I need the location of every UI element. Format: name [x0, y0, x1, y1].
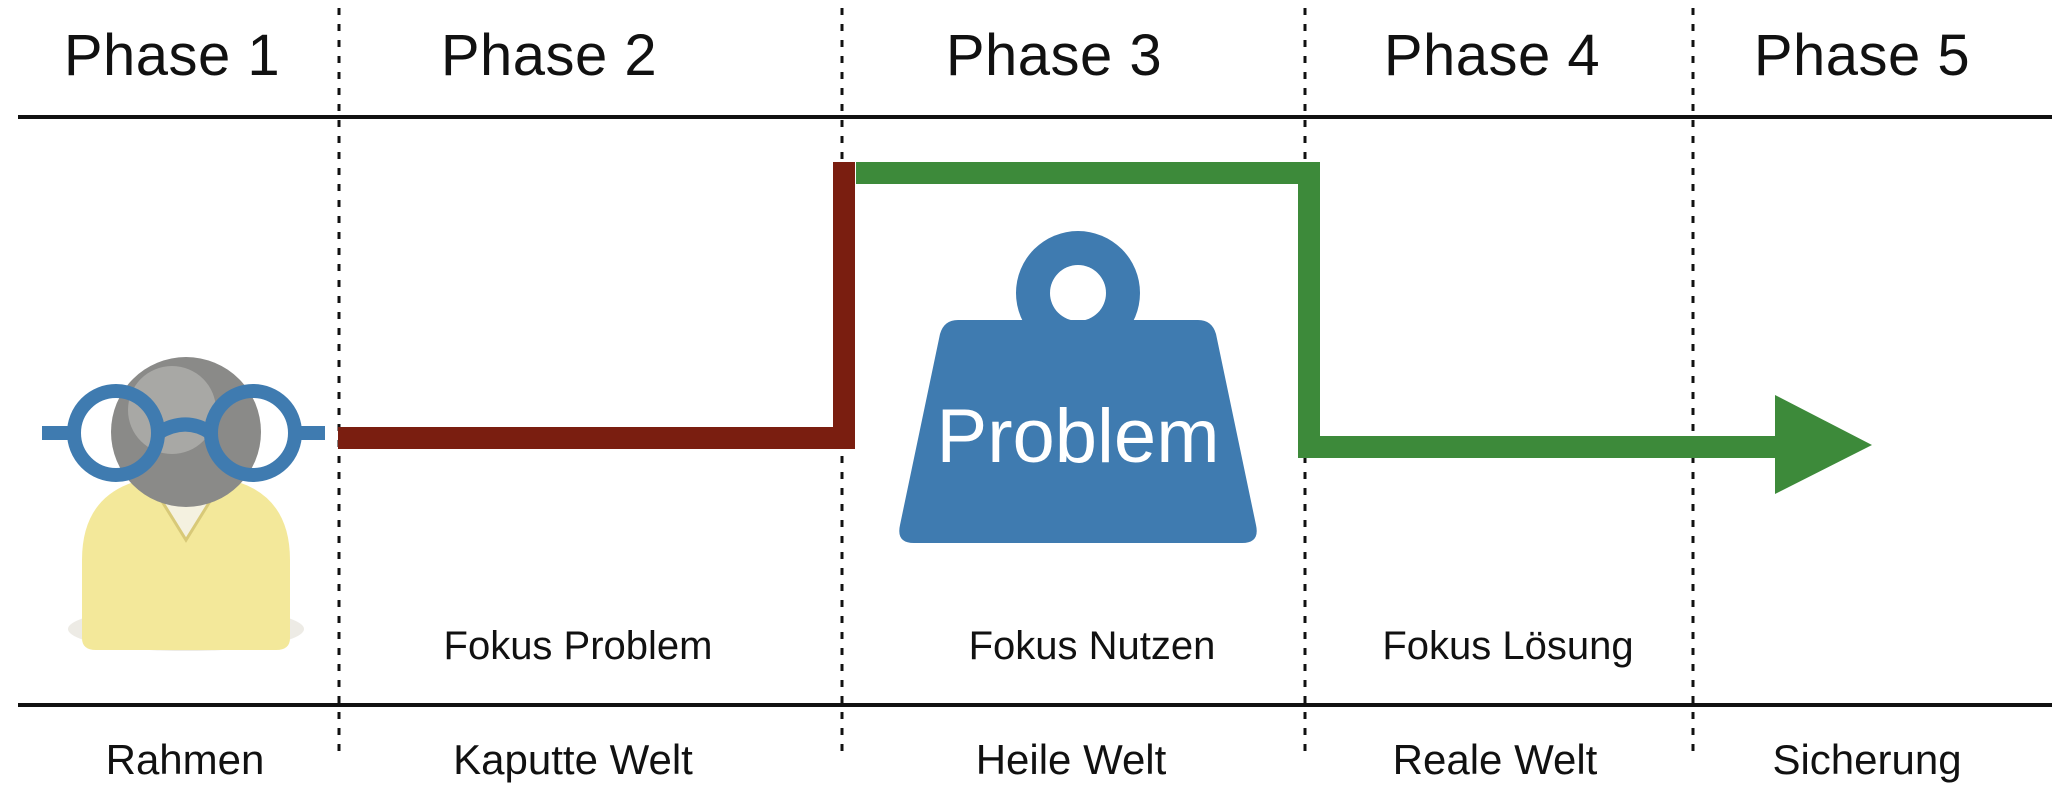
phase-focus-label: Fokus Problem [443, 624, 713, 668]
phase-world-label: Sicherung [1772, 736, 1962, 783]
phase-title: Phase 5 [1753, 23, 1971, 88]
benefit-path-line [856, 162, 1790, 458]
phase-world-label: Reale Welt [1392, 736, 1598, 783]
phase-focus-label: Fokus Nutzen [968, 624, 1216, 668]
weight-label: Problem [937, 394, 1220, 479]
phase-title: Phase 3 [945, 23, 1163, 88]
problem-path-line [338, 162, 855, 449]
phase-title: Phase 2 [440, 23, 658, 88]
phase-title: Phase 4 [1383, 23, 1601, 88]
person-with-glasses-icon [42, 357, 325, 651]
phase-world-label: Kaputte Welt [453, 736, 693, 783]
phase-focus-label: Fokus Lösung [1382, 624, 1634, 668]
phase-title: Phase 1 [63, 23, 281, 88]
weight-icon: Problem [899, 231, 1257, 543]
phase-world-label: Heile Welt [975, 736, 1167, 783]
phase-world-label: Rahmen [105, 736, 265, 783]
arrow-head-icon [1775, 395, 1872, 494]
